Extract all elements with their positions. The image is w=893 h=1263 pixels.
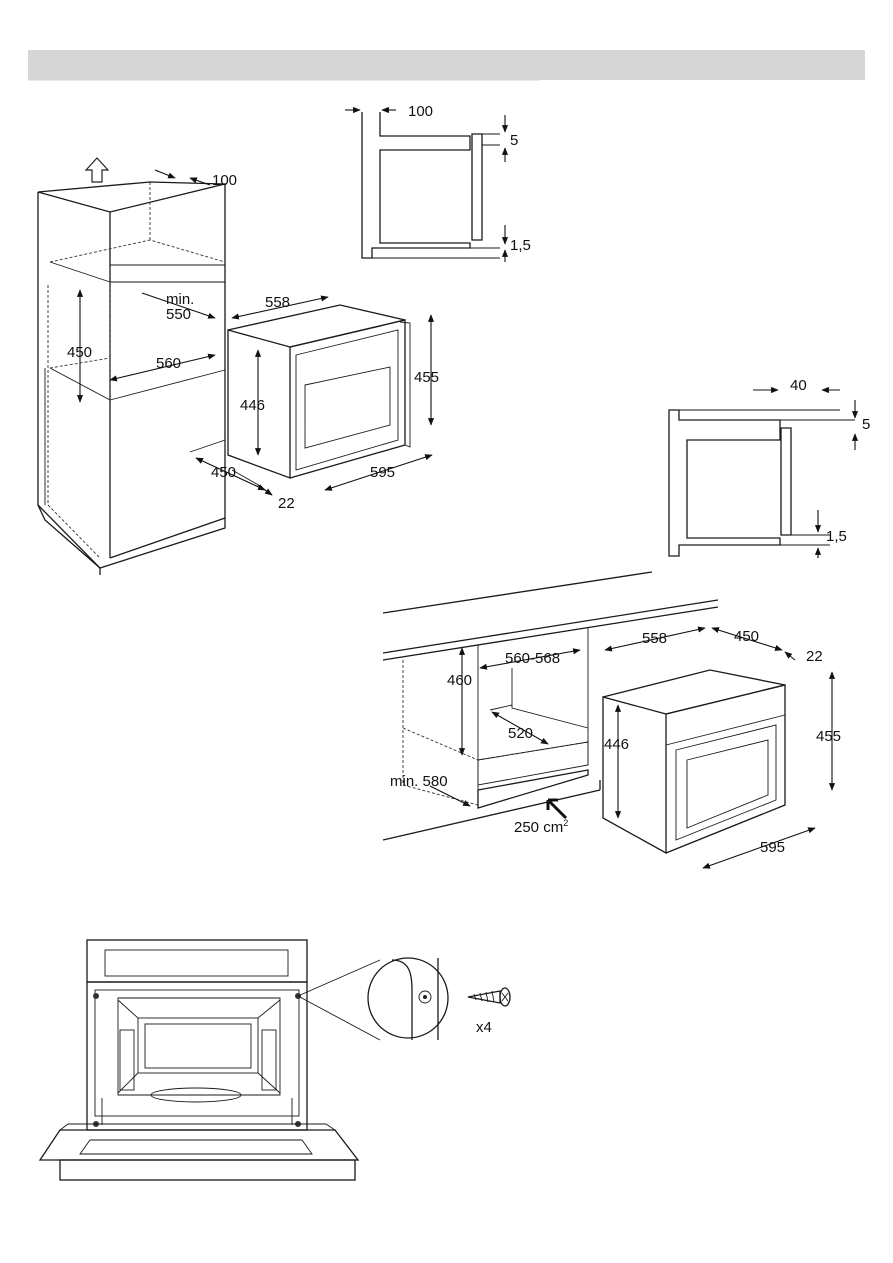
screw-count: x4: [476, 1019, 492, 1036]
dim-gap-40: 40: [790, 377, 807, 394]
dim-oven-depth-1: 558: [265, 294, 290, 311]
dim-side-depth-2: 450: [734, 628, 759, 645]
dim-niche-w-2: 560-568: [505, 650, 560, 667]
oven-drawing-2: [602, 669, 786, 855]
dim-oven-w-1: 595: [370, 464, 395, 481]
dim-gap-5-a: 5: [510, 132, 518, 149]
section-header-band: [28, 50, 865, 80]
dim-oven-body-h-1: 446: [240, 397, 265, 414]
dim-niche-height: 450: [67, 344, 92, 361]
screw-fixing-diagram: x4: [38, 939, 511, 1181]
vent-area: 250 cm2: [514, 818, 568, 836]
detail-section-1: 100 5 1,5: [345, 103, 531, 262]
dim-gap-5-b: 5: [862, 416, 870, 433]
up-arrow-icon: [84, 157, 110, 183]
dim-inner-depth: 520: [508, 725, 533, 742]
dim-gap-15-a: 1,5: [510, 237, 531, 254]
dim-niche-width: 560: [156, 355, 181, 372]
dim-gap-15-b: 1,5: [826, 528, 847, 545]
screw-icon: [467, 987, 511, 1007]
dim-min-label: min.: [166, 291, 194, 308]
oven-drawing-1: [227, 304, 411, 479]
detail-section-2: 40 5 1,5: [668, 377, 870, 558]
dim-oven-depth-2: 558: [642, 630, 667, 647]
dim-oven-h-2: 455: [816, 728, 841, 745]
under-counter-diagram: 460 560-568 520 min. 580 250 cm2 558 450…: [382, 571, 841, 869]
dim-gap-100: 100: [408, 103, 433, 120]
header-underline: [28, 80, 540, 81]
dim-front-thk-2: 22: [806, 648, 823, 665]
dim-side-depth-1: 450: [211, 464, 236, 481]
dim-min-580: min. 580: [390, 773, 448, 790]
dim-oven-body-h-2: 446: [604, 736, 629, 753]
dim-min-depth: 550: [166, 306, 191, 323]
dim-niche-h-2: 460: [447, 672, 472, 689]
dim-top-gap: 100: [212, 172, 237, 189]
dim-front-thk-1: 22: [278, 495, 295, 512]
dim-oven-w-2: 595: [760, 839, 785, 856]
dim-oven-h-1: 455: [414, 369, 439, 386]
tall-cabinet-diagram: 100 450 min. 550 560 558 446 455 595 450: [37, 157, 439, 575]
